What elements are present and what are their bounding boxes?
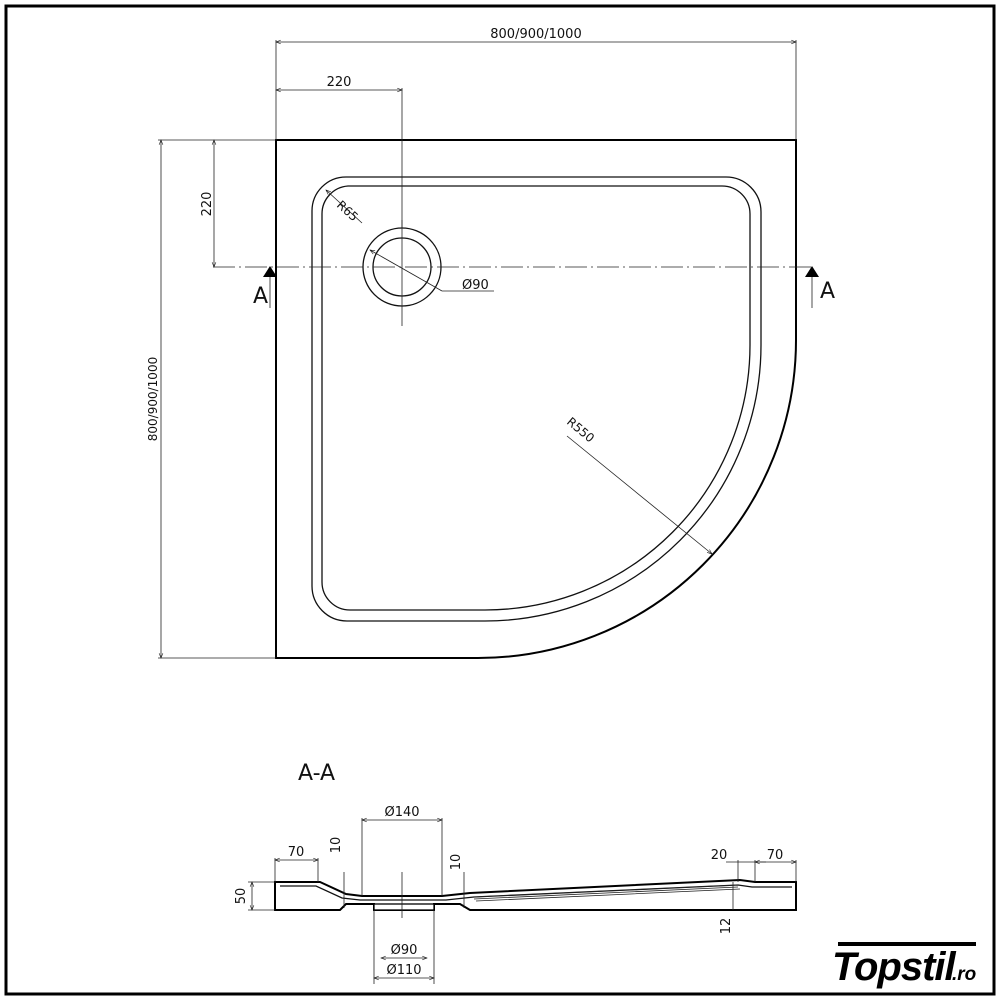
brand-name: Topstil — [832, 945, 956, 989]
dim-height: 50 — [234, 888, 249, 905]
plan-view: A A 800/900/1000 220 800/900/1000 220 R6… — [146, 27, 835, 659]
leader-drain-diameter — [369, 249, 443, 292]
section-title: A-A — [298, 761, 335, 786]
brand-suffix: .ro — [952, 964, 976, 985]
section-profile-inner — [280, 884, 792, 901]
dim-right-rim: 70 — [767, 848, 784, 863]
section-arrow-left — [263, 266, 277, 277]
sheet-frame — [4, 4, 996, 996]
dim-curve-radius: R550 — [564, 415, 597, 446]
dim-drain-diameter: Ø90 — [462, 278, 489, 293]
basin-outer-edge — [311, 176, 762, 622]
leader-corner-radius — [325, 189, 363, 224]
section-floor-hatch — [473, 884, 741, 902]
dim-left-rim: 70 — [288, 845, 305, 860]
section-mark-left: A — [253, 284, 268, 309]
dim-bottom-gap: 12 — [719, 918, 734, 935]
section-mark-right: A — [820, 279, 835, 304]
dim-drain-offset-x: 220 — [327, 75, 352, 90]
dim-corner-radius: R65 — [334, 198, 361, 224]
dim-drop-right: 10 — [449, 854, 464, 871]
dim-overall-width: 800/900/1000 — [490, 27, 581, 42]
dim-drain-pipe: Ø110 — [386, 963, 421, 978]
dim-drain-outer: Ø140 — [384, 805, 419, 820]
tray-outline — [275, 139, 797, 659]
section-arrow-right — [805, 266, 819, 277]
dim-drain-bore: Ø90 — [391, 943, 418, 958]
leader-curve-radius — [566, 435, 713, 555]
basin-inner-edge — [321, 185, 751, 611]
section-profile-outer — [274, 878, 797, 911]
dim-right-step: 20 — [711, 848, 728, 863]
section-view: A-A Ø140 Ø90 Ø110 50 70 10 — [234, 761, 797, 984]
dim-drain-offset-y: 220 — [200, 192, 215, 217]
dim-overall-depth: 800/900/1000 — [146, 357, 160, 441]
dim-drop-left: 10 — [329, 837, 344, 854]
brand-logo: Topstil .ro — [832, 942, 976, 989]
drain-pipe-top — [373, 903, 435, 911]
